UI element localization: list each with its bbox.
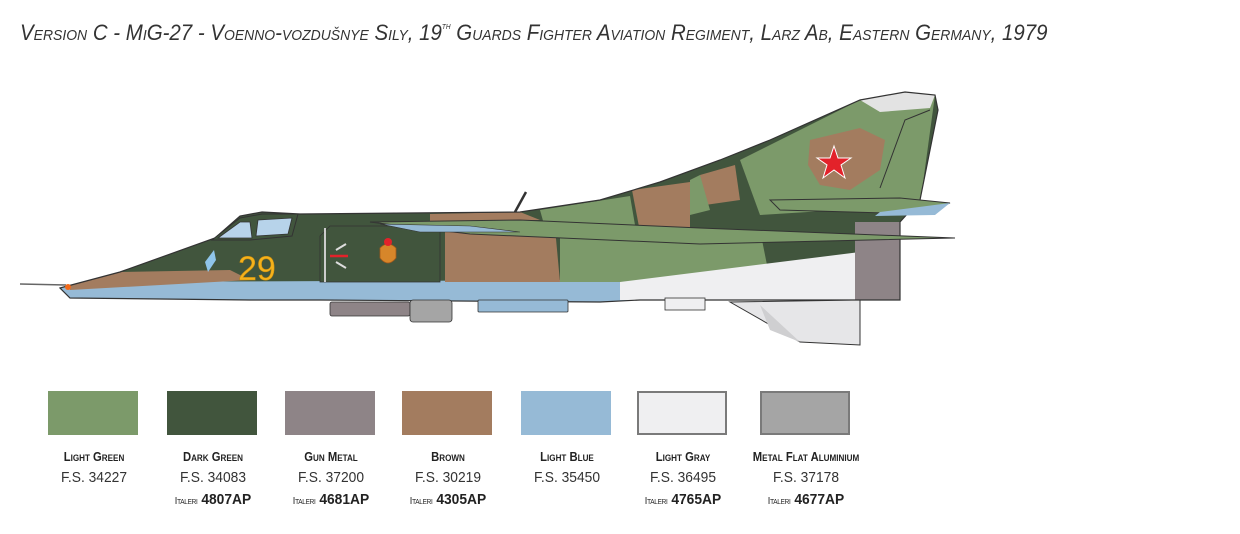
- guards-badge: [379, 243, 397, 264]
- color-chip: [760, 391, 850, 435]
- ventral-pylon: [477, 299, 569, 313]
- italeri-brand: Italeri: [409, 496, 433, 507]
- fs-code: F.S. 34083: [180, 469, 246, 486]
- red-star-roundel: [815, 144, 853, 180]
- color-chip: [285, 391, 375, 435]
- italeri-number: 4765AP: [671, 491, 722, 508]
- fs-code: F.S. 37178: [773, 469, 839, 486]
- paint-name: Dark Green: [182, 450, 244, 464]
- italeri-number: 4681AP: [319, 491, 370, 508]
- italeri-brand: Italeri: [644, 496, 668, 507]
- paint-name: Light Gray: [655, 450, 711, 464]
- paint-name: Light Green: [63, 450, 125, 464]
- italeri-code: Italeri 4305AP: [379, 491, 517, 508]
- italeri-number: 4677AP: [794, 491, 845, 508]
- fs-code: F.S. 30219: [415, 469, 481, 486]
- pitot-probe: [19, 283, 67, 286]
- italeri-number: 4807AP: [201, 491, 252, 508]
- side-number: 29: [238, 250, 276, 288]
- nose-light: [65, 284, 71, 290]
- fs-code: F.S. 37200: [298, 469, 364, 486]
- italeri-brand: Italeri: [292, 496, 316, 507]
- color-chip: [402, 391, 492, 435]
- antenna: [513, 191, 528, 213]
- main-wing: [369, 219, 956, 245]
- paint-legend: Light Green F.S. 34227 Dark Green F.S. 3…: [0, 388, 1240, 528]
- italeri-code: Italeri 4765AP: [614, 491, 752, 508]
- fs-code: F.S. 36495: [650, 469, 716, 486]
- unit-badge-nose: [205, 250, 216, 272]
- italeri-number: 4305AP: [436, 491, 487, 508]
- version-title: Version C - MiG-27 - Voenno-vozdušnye Si…: [20, 20, 1048, 46]
- italeri-brand: Italeri: [174, 496, 198, 507]
- color-chip: [48, 391, 138, 435]
- fs-code: F.S. 34227: [61, 469, 127, 486]
- gun-barrel-housing: [409, 299, 453, 323]
- aircraft-profile-illustration: 29: [19, 91, 956, 346]
- title-prefix: Version C - MiG-27 - Voenno-vozdušnye Si…: [20, 20, 442, 45]
- paint-name: Gun Metal: [304, 450, 358, 464]
- italeri-brand: Italeri: [767, 496, 791, 507]
- paint-name: Brown: [431, 450, 465, 464]
- title-superscript: th: [441, 21, 451, 32]
- canopy-rear-glass: [255, 217, 293, 237]
- italeri-code: Italeri 4681AP: [262, 491, 400, 508]
- gun-pod: [329, 301, 411, 317]
- color-chip: [521, 391, 611, 435]
- color-chip: [637, 391, 727, 435]
- italeri-code: Italeri 4807AP: [144, 491, 282, 508]
- paint-name: Light Blue: [540, 450, 594, 464]
- color-chip: [167, 391, 257, 435]
- fs-code: F.S. 35450: [534, 469, 600, 486]
- paint-name: Metal Flat Aluminium: [752, 450, 860, 464]
- canopy-front-glass: [216, 221, 253, 239]
- italeri-code: Italeri 4677AP: [737, 491, 875, 508]
- title-suffix: Guards Fighter Aviation Regiment, Larz A…: [450, 20, 1048, 45]
